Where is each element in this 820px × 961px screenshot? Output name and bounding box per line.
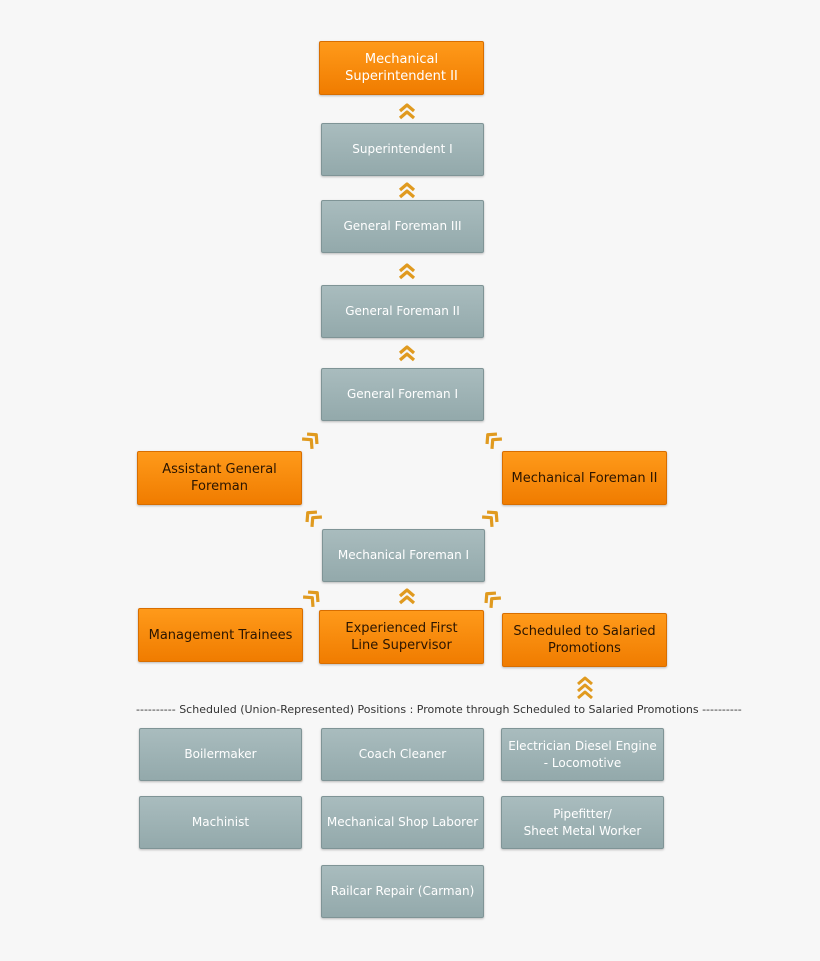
position-label: Machinist xyxy=(191,815,250,829)
node-label: Scheduled to Salaried Promotions xyxy=(513,624,656,656)
position-label: Boilermaker xyxy=(184,747,257,761)
node-mechanical-foreman-2: Mechanical Foreman II xyxy=(502,451,667,505)
node-label: Mechanical Superintendent II xyxy=(345,52,458,84)
position-label: Mechanical Shop Laborer xyxy=(326,815,479,829)
double-chevron-icon xyxy=(398,344,416,362)
position-label: Pipefitter/ Sheet Metal Worker xyxy=(523,806,642,838)
node-label: General Foreman I xyxy=(347,387,458,401)
double-chevron-icon xyxy=(398,587,416,605)
double-chevron-icon xyxy=(299,504,324,529)
position-pipefitter-sheet-metal-worker: Pipefitter/ Sheet Metal Worker xyxy=(501,796,664,849)
double-chevron-icon xyxy=(398,262,416,280)
position-mechanical-shop-laborer: Mechanical Shop Laborer xyxy=(321,796,484,849)
node-experienced-first-line-supervisor: Experienced First Line Supervisor xyxy=(319,610,484,664)
position-electrician-diesel-engine: Electrician Diesel Engine - Locomotive xyxy=(501,728,664,781)
position-label: Coach Cleaner xyxy=(358,747,447,761)
node-assistant-general-foreman: Assistant General Foreman xyxy=(137,451,302,505)
node-label: Assistant General Foreman xyxy=(162,462,277,494)
node-label: Mechanical Foreman II xyxy=(511,470,658,486)
double-chevron-icon xyxy=(479,426,504,451)
node-general-foreman-1: General Foreman I xyxy=(321,368,484,421)
node-superintendent-1: Superintendent I xyxy=(321,123,484,176)
node-label: Management Trainees xyxy=(148,627,293,643)
node-label: General Foreman III xyxy=(343,219,462,233)
scheduled-positions-caption: ---------- Scheduled (Union-Represented)… xyxy=(136,703,742,716)
position-machinist: Machinist xyxy=(139,796,302,849)
node-management-trainees: Management Trainees xyxy=(138,608,303,662)
double-chevron-icon xyxy=(398,102,416,120)
double-chevron-icon xyxy=(478,585,503,610)
double-chevron-icon xyxy=(398,181,416,199)
position-label: Railcar Repair (Carman) xyxy=(330,884,475,898)
node-scheduled-to-salaried-promotions: Scheduled to Salaried Promotions xyxy=(502,613,667,667)
node-mechanical-foreman-1: Mechanical Foreman I xyxy=(322,529,485,582)
node-label: Experienced First Line Supervisor xyxy=(345,621,458,653)
double-chevron-icon xyxy=(299,426,324,451)
double-chevron-icon xyxy=(479,504,504,529)
position-railcar-repair: Railcar Repair (Carman) xyxy=(321,865,484,918)
node-general-foreman-3: General Foreman III xyxy=(321,200,484,253)
double-chevron-icon xyxy=(300,584,325,609)
position-boilermaker: Boilermaker xyxy=(139,728,302,781)
node-label: Superintendent I xyxy=(352,142,453,156)
node-label: General Foreman II xyxy=(345,304,460,318)
triple-chevron-icon xyxy=(576,676,594,700)
node-general-foreman-2: General Foreman II xyxy=(321,285,484,338)
position-coach-cleaner: Coach Cleaner xyxy=(321,728,484,781)
position-label: Electrician Diesel Engine - Locomotive xyxy=(508,738,657,770)
node-label: Mechanical Foreman I xyxy=(337,548,470,562)
node-mechanical-superintendent-2: Mechanical Superintendent II xyxy=(319,41,484,95)
